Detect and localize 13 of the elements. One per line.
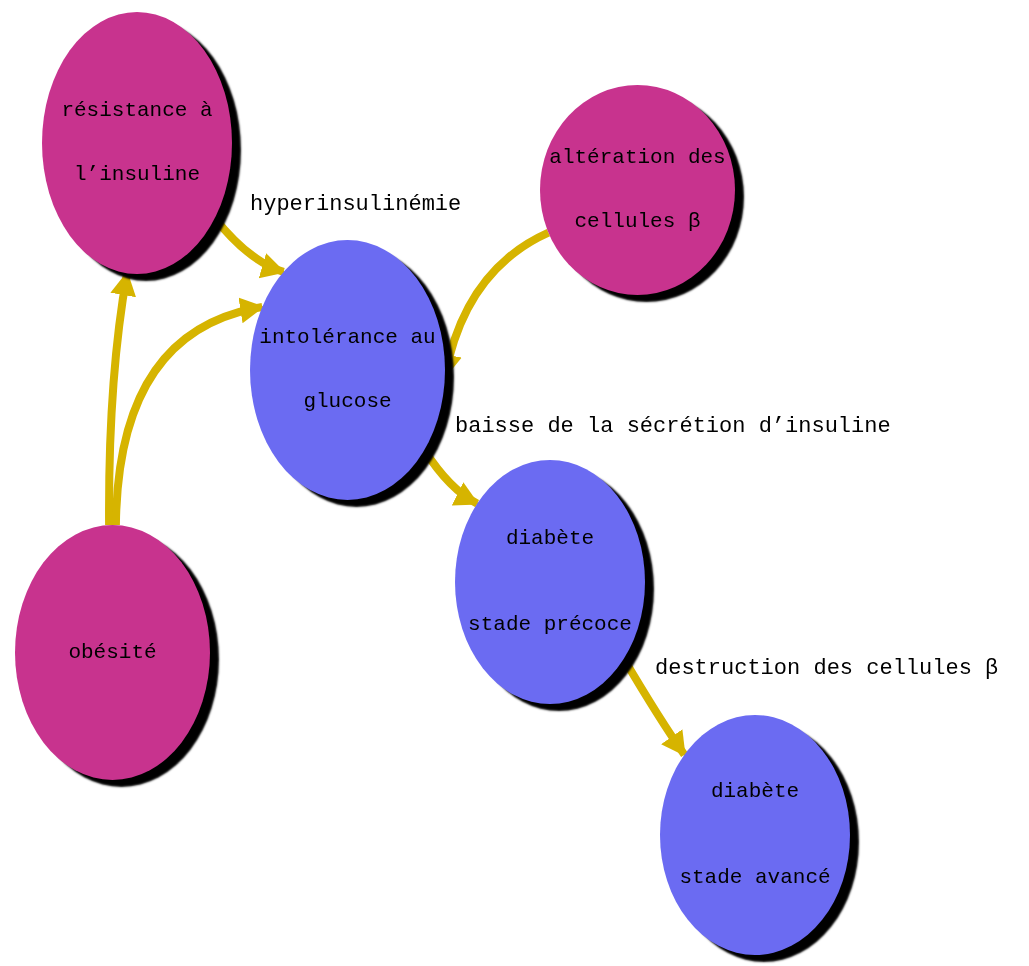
arrow xyxy=(105,271,137,526)
node-text: stade précoce xyxy=(468,612,632,638)
node-text: stade avancé xyxy=(679,865,831,891)
node-text: obésité xyxy=(68,639,157,666)
arrow xyxy=(111,298,265,526)
node-text: résistance à l’insuline xyxy=(60,98,214,188)
node-text: altération des cellules β xyxy=(548,145,727,235)
arrow xyxy=(620,656,688,757)
node-text: intolérance au glucose xyxy=(258,325,437,415)
arrow xyxy=(211,215,286,278)
node-text: diabète xyxy=(710,779,800,805)
node-text: diabète xyxy=(505,526,595,552)
arrow xyxy=(421,447,480,508)
